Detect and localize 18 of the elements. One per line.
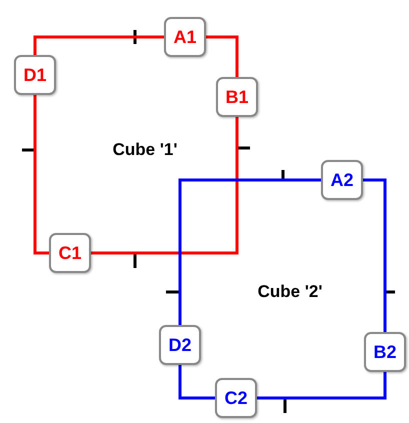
vertex-label-box: D1 xyxy=(14,55,56,95)
vertex-label-box: B1 xyxy=(216,77,258,117)
vertex-label-box: A2 xyxy=(321,160,363,200)
vertex-label-box: C2 xyxy=(215,378,257,418)
cube-name-label: Cube '1' xyxy=(112,140,178,160)
vertex-label-box: D2 xyxy=(159,325,201,365)
vertex-label-box: C1 xyxy=(49,233,91,273)
connector-line xyxy=(34,95,49,254)
vertex-label-box: A1 xyxy=(164,17,206,57)
connector-line xyxy=(34,36,164,55)
connector-line xyxy=(257,372,386,400)
connector-line xyxy=(91,117,238,254)
connector-line xyxy=(178,365,215,400)
connector-line xyxy=(363,178,386,332)
vertex-label-box: B2 xyxy=(364,332,406,372)
connector-line xyxy=(206,36,238,77)
connector-line xyxy=(178,178,321,325)
cube-name-label: Cube '2' xyxy=(258,282,322,302)
